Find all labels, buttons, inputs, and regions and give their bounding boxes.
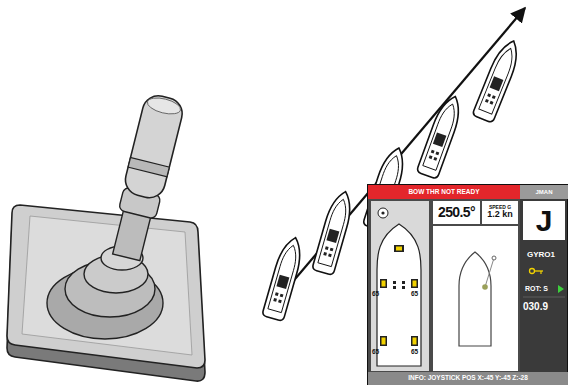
control-display [368,185,568,385]
ship-symbol [262,235,306,322]
key-icon [530,269,544,275]
vector-end [492,256,496,260]
pivot-dot [482,284,488,290]
box-text: J [536,205,553,237]
ship-symbol [472,37,524,123]
display-frame [368,185,568,385]
box-text: 250.5° [438,205,475,220]
rot-underline [523,297,565,298]
base-plate [7,205,205,368]
joystick-vector [485,258,494,287]
ship-symbol [416,93,465,179]
alarm-banner: BOW THR NOT READY [368,185,520,199]
mode-tab: JMAN [520,185,568,199]
thrust-value: 65 [372,349,379,356]
thrust-value: 65 [411,349,418,356]
vessel-icon [377,224,421,366]
info-bar: INFO: JOYSTICK POS X:-45 Y:-45 Z:-28 [368,372,568,385]
joystick [7,92,205,381]
handle [107,92,186,262]
box-text: BOW THR NOT READY [408,189,479,196]
icon-panel [371,201,429,371]
compass-symbol [378,208,388,218]
box-text: 1.2 kn [487,210,513,219]
thruster-symbol [380,245,418,346]
speed-box: SPEED G1.2 kn [482,201,518,224]
heading-box: 250.5° [433,201,480,224]
thrust-value: 65 [372,291,379,298]
rot-arrow [558,285,564,293]
box-text: JMAN [535,189,552,195]
thrust-value: 65 [411,291,418,298]
rot-value: 030.9 [523,302,548,312]
ship-symbol [312,189,356,276]
compass-dot [381,211,384,214]
sensor-name: GYRO1 [527,251,555,259]
mode-box: J [523,201,565,240]
box-text: INFO: JOYSTICK POS X:-45 Y:-45 Z:-28 [408,375,528,382]
plot-area [433,226,518,371]
status-panel [520,199,567,372]
vessel-outline [459,252,491,346]
base-inner [22,216,192,355]
rot-label: ROT: S [525,285,548,292]
